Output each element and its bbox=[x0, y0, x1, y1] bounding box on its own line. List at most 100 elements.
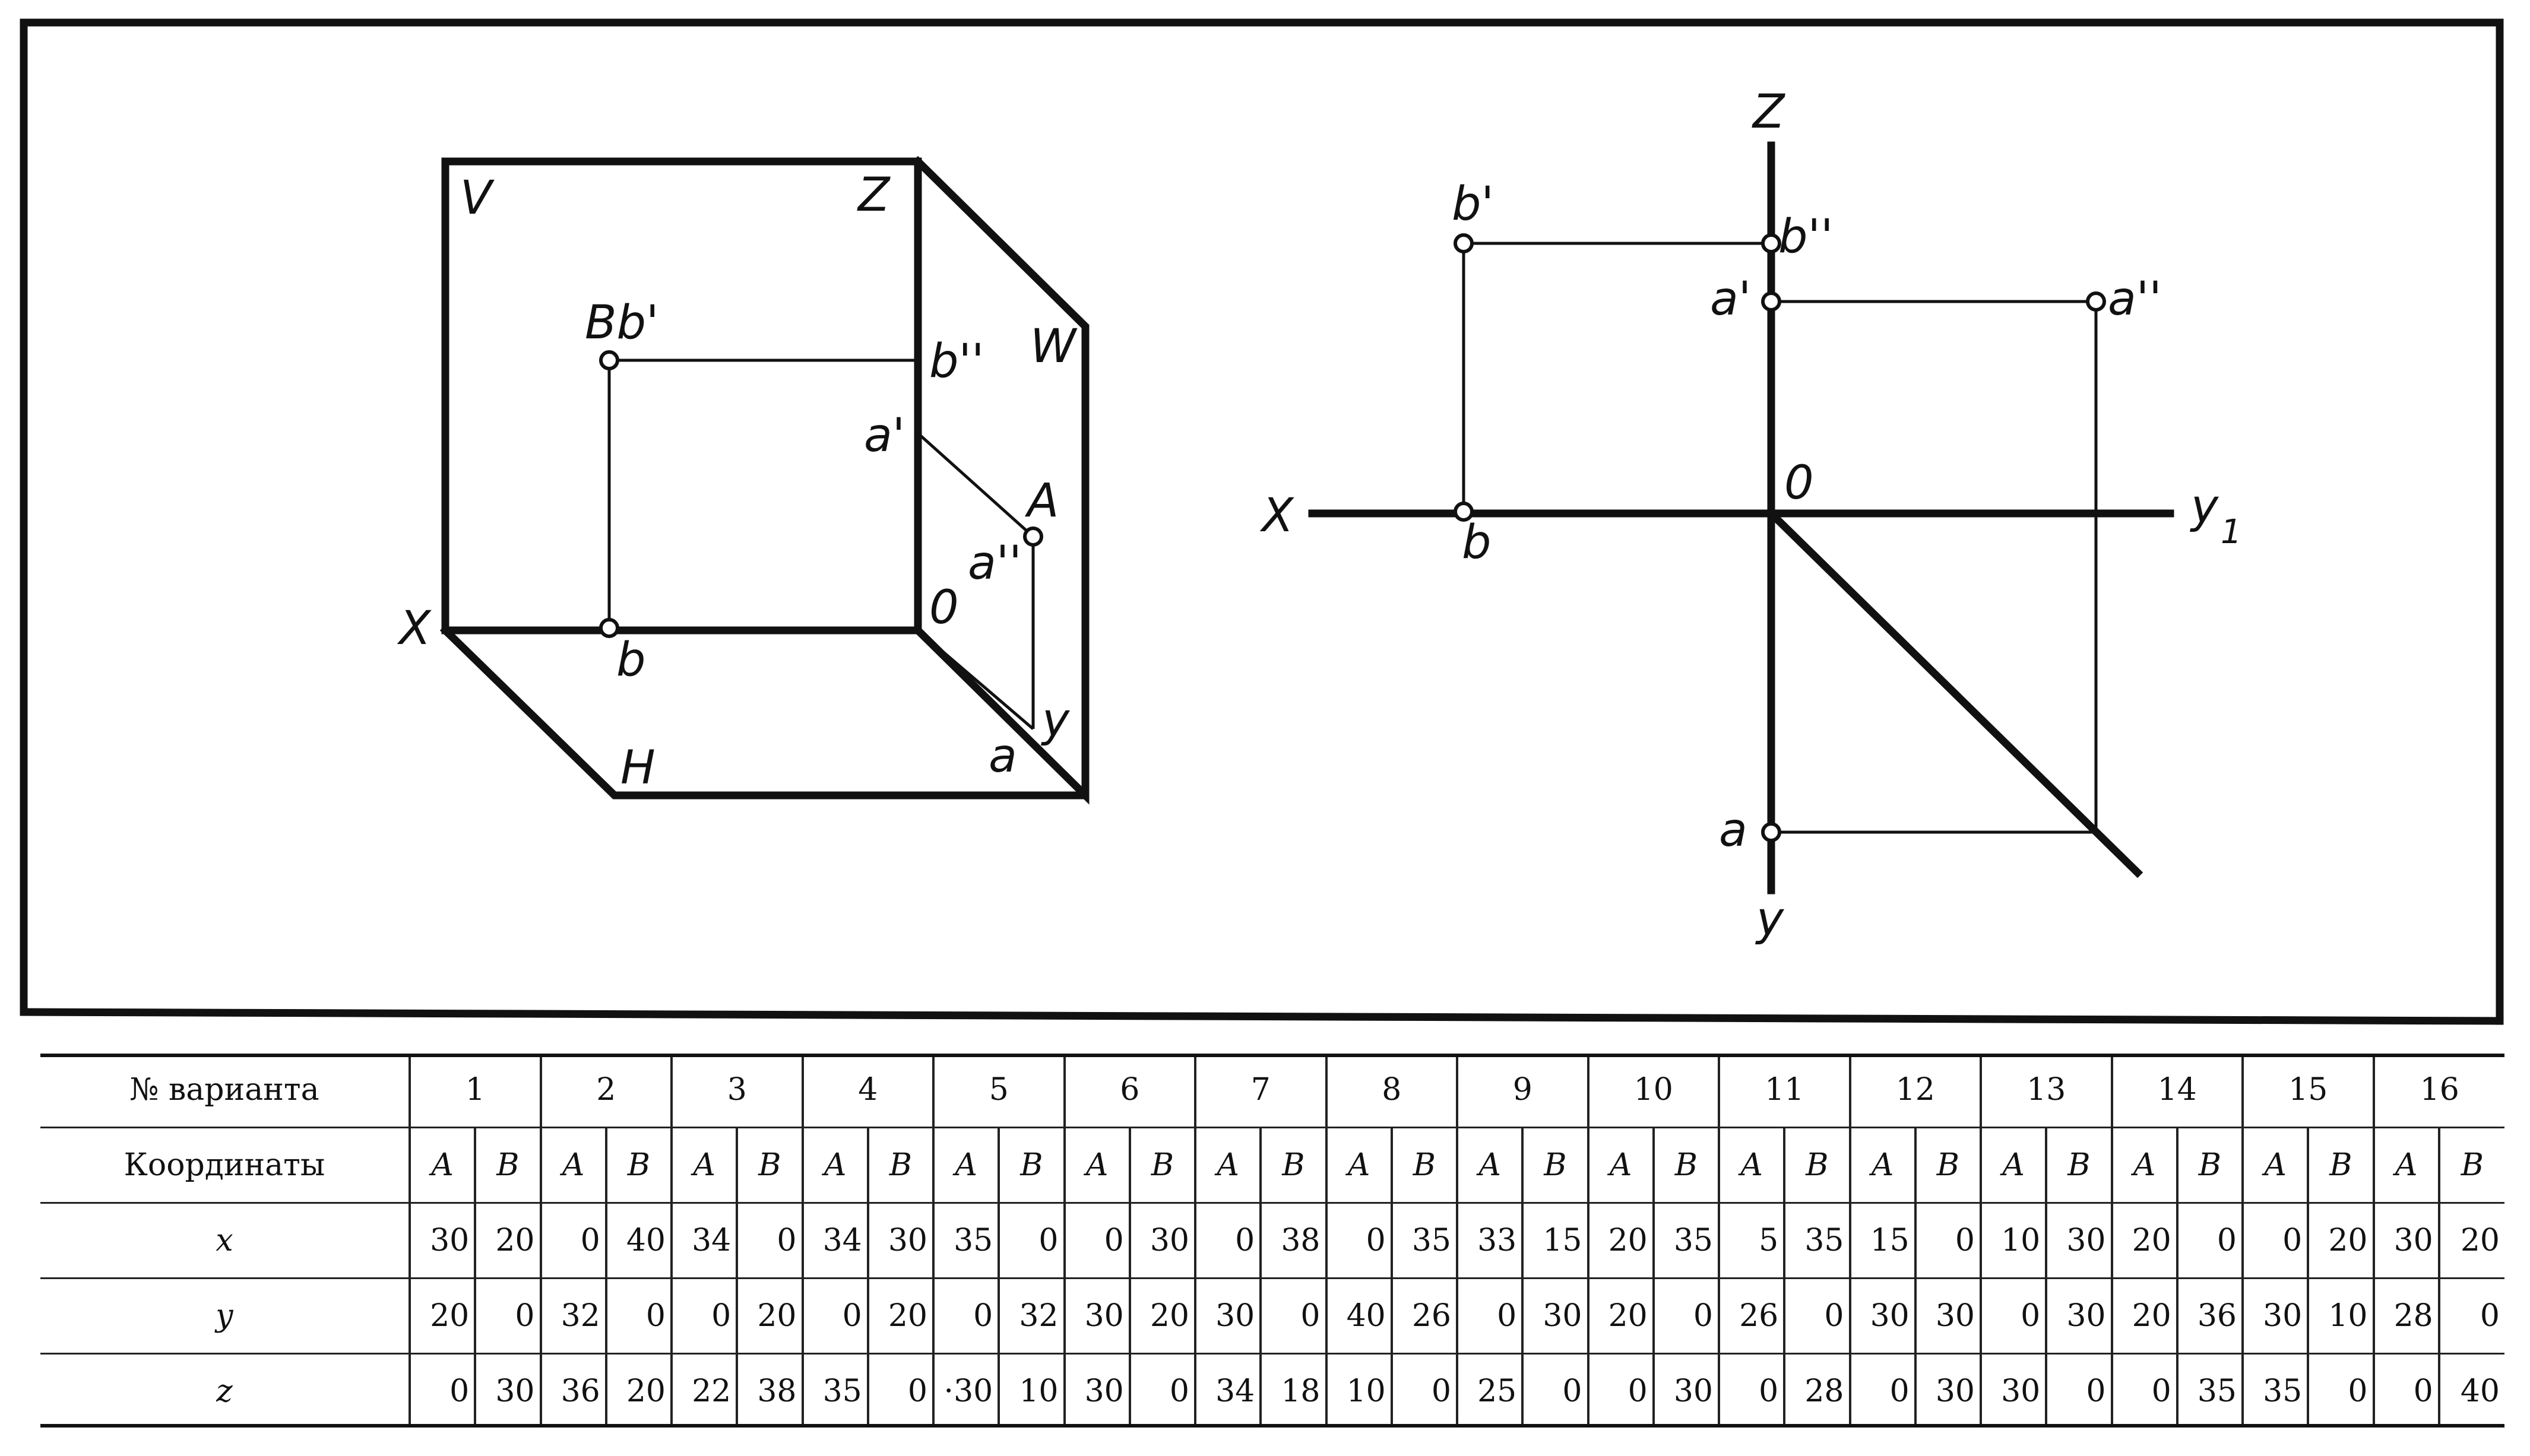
point-b-double-prime bbox=[1761, 233, 1781, 253]
coord-cell: 10 bbox=[1325, 1353, 1392, 1428]
coord-cell: 20 bbox=[604, 1353, 672, 1428]
variant-number: 4 bbox=[801, 1054, 933, 1128]
point-a-double-prime bbox=[2086, 291, 2106, 312]
point-b-right bbox=[1454, 502, 1474, 522]
coord-cell: 30 bbox=[1063, 1277, 1130, 1354]
coord-cell: 0 bbox=[408, 1353, 476, 1428]
coord-cell: 36 bbox=[2176, 1277, 2243, 1354]
coord-cell: 33 bbox=[1455, 1201, 1523, 1279]
variant-number: 7 bbox=[1194, 1054, 1326, 1128]
coord-cell: 0 bbox=[474, 1277, 541, 1354]
label-Y1-subscript: 1 bbox=[2221, 513, 2242, 551]
coord-cell: 30 bbox=[2045, 1201, 2112, 1279]
coord-cell: 30 bbox=[1128, 1201, 1195, 1279]
label-Bb-prime: Bb' bbox=[585, 296, 658, 350]
point-label: A bbox=[801, 1126, 868, 1203]
point-label: A bbox=[2110, 1126, 2177, 1203]
label-b-double-prime: b'' bbox=[929, 335, 984, 388]
point-label: B bbox=[2045, 1126, 2112, 1203]
coord-cell: 0 bbox=[2110, 1353, 2177, 1428]
variant-number: 2 bbox=[539, 1054, 672, 1128]
point-a-prime bbox=[1761, 291, 1781, 312]
coord-cell: 28 bbox=[1783, 1353, 1850, 1428]
coord-cell: 30 bbox=[1914, 1353, 1981, 1428]
label-X-right: X bbox=[1259, 489, 1294, 543]
variant-number: 6 bbox=[1063, 1054, 1195, 1128]
variant-number: 10 bbox=[1587, 1054, 1719, 1128]
coord-cell: 36 bbox=[539, 1353, 606, 1428]
coord-cell: 0 bbox=[1063, 1201, 1130, 1279]
variant-number: 13 bbox=[1980, 1054, 2112, 1128]
coord-cell: 0 bbox=[2307, 1353, 2374, 1428]
label-a: a bbox=[989, 729, 1017, 783]
variant-number: 14 bbox=[2110, 1054, 2243, 1128]
coord-cell: 0 bbox=[736, 1201, 803, 1279]
variant-number: 1 bbox=[409, 1054, 541, 1128]
coord-cell: 32 bbox=[998, 1277, 1065, 1354]
label-Z: Z bbox=[857, 169, 891, 222]
point-label: A bbox=[408, 1126, 476, 1203]
coord-cell: 20 bbox=[2437, 1201, 2504, 1279]
point-label: B bbox=[1521, 1126, 1588, 1203]
point-label: B bbox=[1652, 1126, 1719, 1203]
coord-cell: 0 bbox=[1128, 1353, 1195, 1428]
variant-number: 11 bbox=[1718, 1054, 1850, 1128]
coord-cell: ·30 bbox=[932, 1353, 999, 1428]
label-a-prime-right: a' bbox=[1710, 272, 1751, 326]
coord-cell: 0 bbox=[1455, 1277, 1523, 1354]
coord-cell: 30 bbox=[1652, 1353, 1719, 1428]
coord-cell: 0 bbox=[2437, 1277, 2504, 1354]
label-A: A bbox=[1024, 474, 1059, 528]
coord-cell: 0 bbox=[932, 1277, 999, 1354]
point-b-prime bbox=[1454, 233, 1474, 253]
point-A bbox=[1023, 526, 1043, 547]
coord-cell: 35 bbox=[2176, 1353, 2243, 1428]
a-to-origin bbox=[917, 629, 1034, 730]
diagonal-45 bbox=[1765, 507, 2143, 878]
coord-cell: 30 bbox=[1193, 1277, 1261, 1354]
point-label: B bbox=[604, 1126, 672, 1203]
label-b-double-prime-right: b'' bbox=[1778, 210, 1833, 264]
coord-cell: 0 bbox=[801, 1277, 868, 1354]
coord-cell: 0 bbox=[1325, 1201, 1392, 1279]
coord-cell: 20 bbox=[736, 1277, 803, 1354]
variant-number: 8 bbox=[1325, 1054, 1457, 1128]
coord-cell: 30 bbox=[2372, 1201, 2439, 1279]
coord-cell: 0 bbox=[1979, 1277, 2047, 1354]
point-label: B bbox=[998, 1126, 1065, 1203]
variant-number: 5 bbox=[932, 1054, 1065, 1128]
coord-cell: 0 bbox=[1914, 1201, 1981, 1279]
w-plane bbox=[912, 156, 1090, 805]
coord-cell: 30 bbox=[1063, 1353, 1130, 1428]
coord-cell: 0 bbox=[2176, 1201, 2243, 1279]
point-label: A bbox=[2372, 1126, 2439, 1203]
coord-cell: 20 bbox=[866, 1277, 933, 1354]
point-label: A bbox=[1193, 1126, 1261, 1203]
label-b: b bbox=[616, 633, 646, 687]
point-label: A bbox=[2241, 1126, 2309, 1203]
coords-header: Координаты bbox=[40, 1126, 410, 1203]
point-label: B bbox=[736, 1126, 803, 1203]
coord-cell: 30 bbox=[1848, 1277, 1915, 1354]
point-b bbox=[599, 618, 619, 638]
coord-cell: 34 bbox=[670, 1201, 737, 1279]
coord-cell: 20 bbox=[2110, 1201, 2177, 1279]
point-label: B bbox=[2176, 1126, 2243, 1203]
point-label: A bbox=[1717, 1126, 1785, 1203]
point-label: A bbox=[670, 1126, 737, 1203]
coord-cell: 34 bbox=[1193, 1353, 1261, 1428]
label-Y1: y bbox=[2190, 480, 2219, 534]
coord-cell: 0 bbox=[670, 1277, 737, 1354]
coord-cell: 5 bbox=[1717, 1201, 1785, 1279]
coord-cell: 28 bbox=[2372, 1277, 2439, 1354]
coord-cell: 20 bbox=[408, 1277, 476, 1354]
coord-cell: 20 bbox=[474, 1201, 541, 1279]
point-a-right bbox=[1761, 822, 1781, 842]
coord-cell: 40 bbox=[1325, 1277, 1392, 1354]
point-label: B bbox=[866, 1126, 933, 1203]
point-Bb-prime bbox=[599, 350, 619, 370]
coord-cell: 30 bbox=[1521, 1277, 1588, 1354]
label-y: y bbox=[1041, 694, 1071, 747]
coord-cell: 0 bbox=[1652, 1277, 1719, 1354]
